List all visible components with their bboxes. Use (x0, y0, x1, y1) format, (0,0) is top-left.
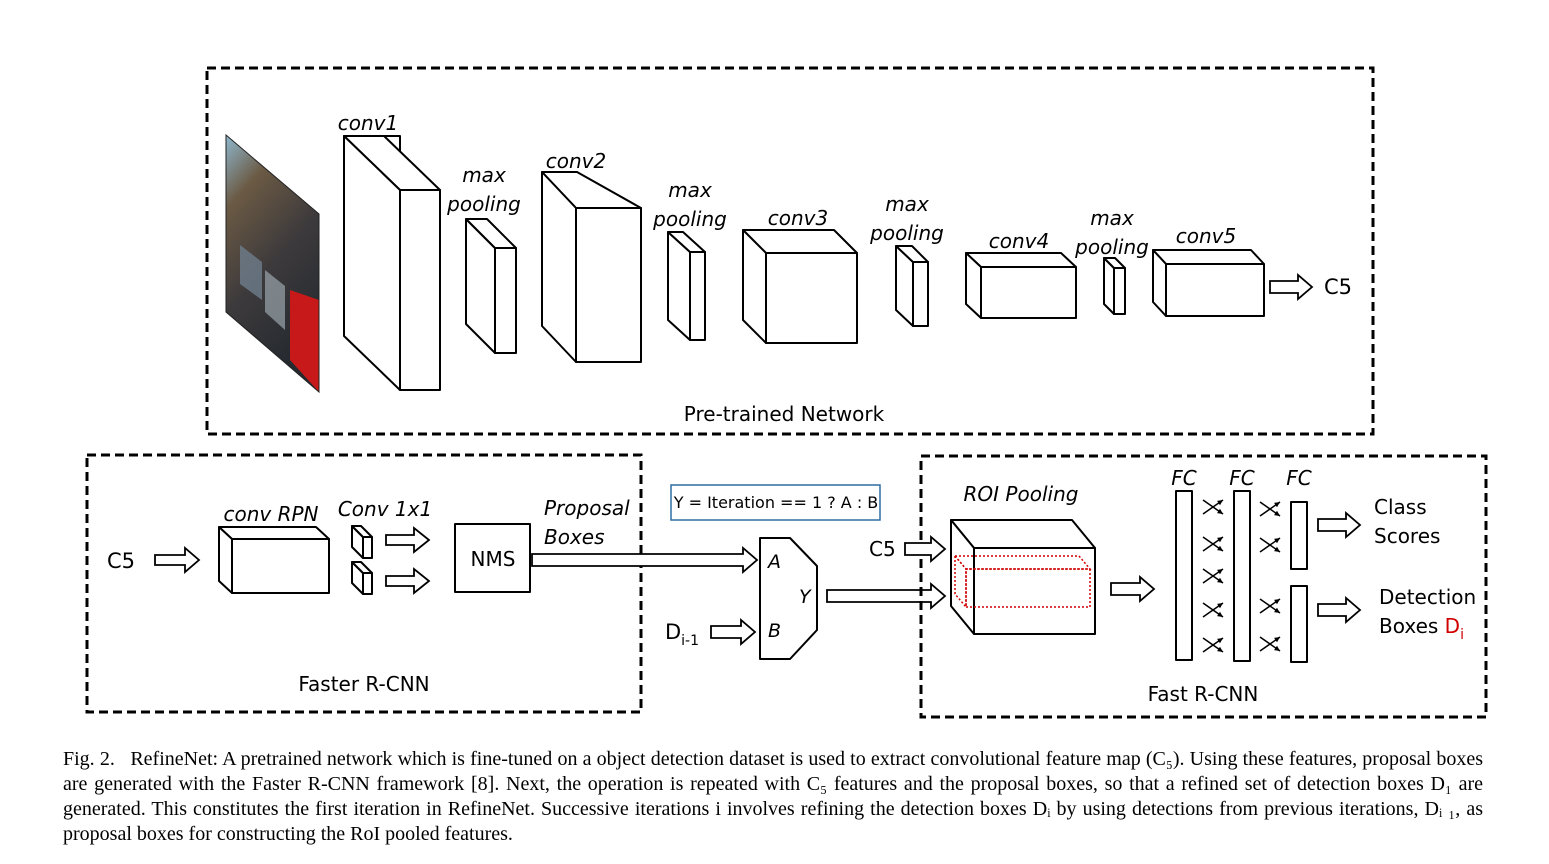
conv4-block (965, 252, 1077, 319)
conv1x1-label: Conv 1x1 (338, 497, 432, 521)
mux-to-roi-arrow (826, 582, 947, 610)
conv5-block (1152, 249, 1265, 317)
conv3-label: conv3 (768, 206, 828, 230)
multiplexer (759, 537, 818, 660)
pool1-block (465, 218, 517, 354)
mux-input-a: A (766, 551, 781, 573)
fc2-label: FC (1229, 466, 1255, 490)
pool3-block (895, 245, 929, 327)
fast-rcnn-label: Fast R-CNN (1148, 682, 1259, 706)
conv1-label: conv1 (338, 111, 398, 135)
conv1x1-arrow-bottom (385, 567, 431, 595)
caption-text: RefineNet: A pretrained network which is… (63, 748, 1484, 845)
c5-to-roi-arrow (904, 535, 947, 563)
previous-detections-label: Di-1 (665, 620, 699, 649)
conv4-label: conv4 (989, 229, 1049, 253)
fast-c5-label: C5 (869, 537, 896, 561)
pretrained-network-label: Pre-trained Network (684, 402, 885, 426)
conv2-label: conv2 (546, 149, 606, 173)
roi-region-highlight (953, 553, 1092, 610)
nms-box (454, 523, 531, 593)
fc-connections (1202, 499, 1281, 653)
pool2-block (667, 231, 706, 341)
pool4-block (1103, 257, 1126, 315)
fc3-box-layer (1290, 585, 1308, 663)
conv1-block (343, 135, 441, 391)
nms-label: NMS (471, 547, 516, 571)
fc1-label: FC (1171, 466, 1197, 490)
mux-output-y: Y (799, 586, 812, 608)
conv-rpn-label: conv RPN (223, 502, 318, 526)
conv5-output-arrow (1269, 273, 1314, 301)
fc2-layer (1233, 490, 1251, 662)
proposal-to-mux-arrow (531, 546, 759, 574)
conv5-label: conv5 (1176, 224, 1236, 248)
roi-pooling-label: ROI Pooling (964, 482, 1079, 506)
iteration-condition-label: Y = Iteration == 1 ? A : B (673, 493, 879, 512)
conv2-block (541, 171, 642, 363)
pretrained-network-frame (205, 66, 1375, 436)
faster-input-c5-label: C5 (107, 549, 135, 573)
faster-rcnn-label: Faster R-CNN (298, 672, 429, 696)
c5-to-rpn-arrow (154, 546, 201, 574)
class-scores-arrow (1317, 511, 1362, 539)
caption-fig-number: Fig. 2. (63, 748, 115, 770)
figure-caption: Fig. 2. RefineNet: A pretrained network … (63, 747, 1483, 847)
fc3-class-layer (1290, 501, 1308, 570)
fc1-layer (1175, 490, 1193, 661)
conv1x1-arrow-top (385, 526, 431, 554)
mux-input-b: B (768, 620, 781, 642)
detection-boxes-arrow (1317, 596, 1362, 624)
input-image (225, 133, 320, 394)
c5-output-label: C5 (1324, 275, 1352, 299)
roi-to-fc-arrow (1110, 575, 1156, 603)
fast-rcnn-frame (919, 454, 1488, 719)
previous-detections-arrow (710, 618, 757, 646)
fc3-label: FC (1286, 466, 1312, 490)
conv1x1-block-top (351, 525, 373, 559)
roi-pooling-block (950, 519, 1096, 635)
conv3-block (742, 229, 858, 344)
conv-rpn-block (218, 526, 330, 594)
iteration-condition-box (670, 484, 881, 521)
conv1x1-block-bottom (351, 561, 373, 595)
